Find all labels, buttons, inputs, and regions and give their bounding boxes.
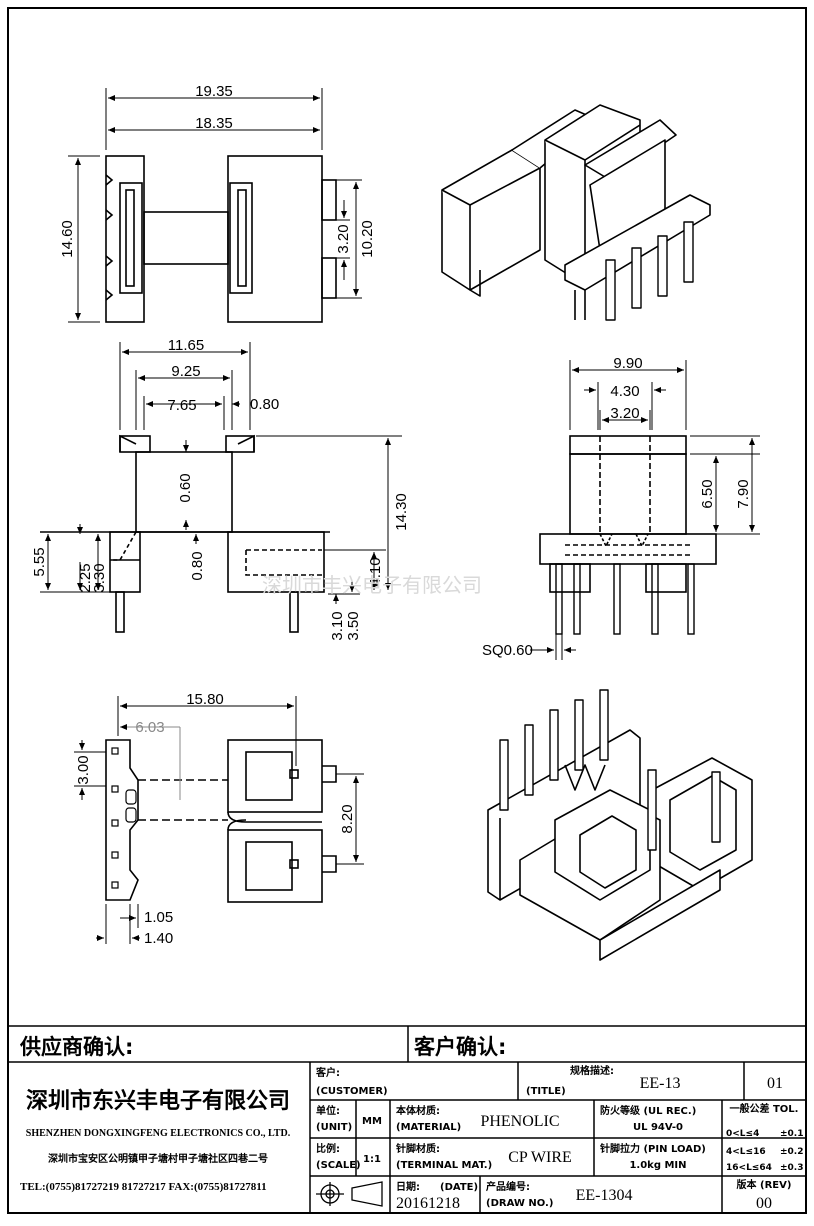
revision-label: 版本 (REV) [737,1178,792,1191]
dim-side-w: 9.90 [613,355,642,372]
dim-front-total-h: 14.30 [393,493,410,531]
dim-front-h8: 4.10 [367,557,384,586]
unit-label-cn: 单位: [316,1104,340,1117]
front-view-dimensions [40,342,402,604]
isometric-view-bottom [487,689,753,961]
pinload-value: 1.0kg MIN [629,1160,686,1171]
company-contact: TEL:(0755)81727219 81727217 FAX:(0755)81… [20,1181,267,1193]
flame-value: UL 94V-0 [633,1122,683,1133]
title-label-cn: 规格描述: [570,1064,614,1077]
dim-bottom-span: 8.20 [339,804,356,833]
dim-bottom-t1: 1.05 [144,909,173,926]
drawno-value: EE-1304 [576,1187,633,1204]
tolerance-value-2: ±0.2 [780,1147,803,1157]
top-view-dimensions [68,88,362,323]
scale-label-cn: 比例: [316,1142,340,1155]
dim-front-w1: 11.65 [168,337,204,354]
date-label-en: (DATE) [440,1182,478,1193]
dim-front-w3: 7.65 [167,397,196,414]
material-label-en: (MATERIAL) [396,1122,461,1133]
unit-label-en: (UNIT) [316,1122,352,1133]
top-view [105,155,337,323]
dim-top-pitch: 3.20 [335,224,352,253]
dim-top-inner: 18.35 [195,115,233,132]
side-view-dimensions [530,360,760,660]
bottom-view [105,739,337,903]
supplier-confirm-label: 供应商确认: [19,1035,133,1059]
drawno-label-en: (DRAW NO.) [486,1198,553,1209]
scale-label-en: (SCALE) [316,1160,361,1171]
dim-side-h1: 6.50 [699,479,716,508]
terminal-value: CP WIRE [508,1149,572,1166]
flame-label: 防火等级 (UL REC.) [600,1104,696,1117]
dim-bottom-t2: 1.40 [144,930,173,947]
projection-symbol-icon [316,1181,383,1207]
company-address: 深圳市宝安区公明镇甲子塘村甲子塘社区四巷二号 [48,1152,268,1165]
bottom-view-dimensions [74,696,364,944]
dim-front-h5: 3.30 [91,563,108,592]
sheet-number: 01 [767,1075,783,1092]
dim-front-h6: 3.10 [329,611,346,640]
title-label-en: (TITLE) [526,1086,566,1097]
tolerance-value-1: ±0.1 [780,1129,803,1139]
dim-front-h4: 2.25 [77,563,94,592]
tolerance-range-1: 0<L≤4 [726,1129,759,1139]
dim-front-w2: 9.25 [171,363,200,380]
scale-value: 1:1 [363,1154,381,1165]
company-name-cn: 深圳市东兴丰电子有限公司 [26,1088,290,1114]
dim-top-height: 14.60 [59,220,76,258]
material-value: PHENOLIC [480,1113,559,1130]
dim-side-w3: 3.20 [610,405,639,422]
dim-pin-sq: SQ0.60 [482,642,533,659]
tolerance-range-2: 4<L≤16 [726,1147,766,1157]
title-value: EE-13 [640,1075,681,1092]
side-view [539,435,717,635]
dim-bottom-w: 15.80 [186,691,224,708]
customer-label-cn: 客户: [315,1066,340,1079]
dim-front-wall: 0.80 [250,396,279,413]
terminal-label-cn: 针脚材质: [396,1142,440,1155]
customer-confirm-label: 客户确认: [414,1035,506,1059]
tolerance-title: 一般公差 TOL. [730,1102,799,1115]
dim-bottom-pitch: 3.00 [75,755,92,784]
customer-label-en: (CUSTOMER) [316,1086,388,1097]
dim-top-overall: 19.35 [195,83,233,100]
watermark: 深圳市丰兴电子有限公司 [262,573,482,597]
dim-front-h7: 3.50 [345,611,362,640]
front-view [40,434,330,633]
tolerance-range-3: 16<L≤64 [726,1163,772,1173]
date-label-cn: 日期: [396,1180,420,1193]
dim-bottom-ref: 6.03 [135,719,164,736]
sheet-border [7,7,807,1214]
tolerance-value-3: ±0.3 [780,1163,803,1173]
company-name-en: SHENZHEN DONGXINGFENG ELECTRONICS CO., L… [26,1128,291,1139]
dim-front-h2: 0.80 [189,551,206,580]
isometric-view-top [441,104,711,321]
title-block-lines [8,1025,806,1213]
drawno-label-cn: 产品编号: [486,1180,530,1193]
material-label-cn: 本体材质: [396,1104,440,1117]
terminal-label-en: (TERMINAL MAT.) [396,1160,492,1171]
dim-side-w2: 4.30 [610,383,639,400]
unit-value: MM [362,1116,382,1127]
dim-side-h2: 7.90 [735,479,752,508]
dim-front-h1: 0.60 [177,473,194,502]
revision-value: 00 [756,1195,772,1212]
date-value: 20161218 [396,1195,460,1212]
pinload-label: 针脚拉力 (PIN LOAD) [600,1142,706,1155]
dim-front-h3: 5.55 [31,547,48,576]
dim-top-span: 10.20 [359,220,376,258]
